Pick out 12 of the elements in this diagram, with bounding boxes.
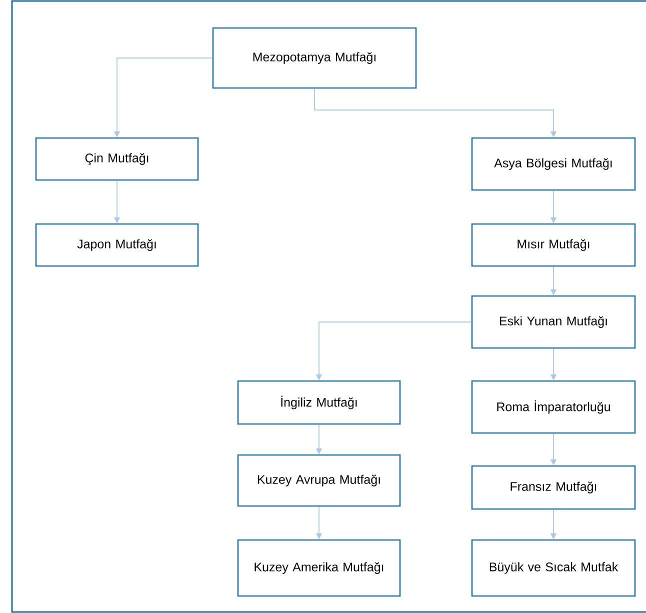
box: Eski Yunan Mutfağı [471,295,636,349]
box: İngiliz Mutfağı [237,380,401,425]
box: Fransız Mutfağı [471,465,636,510]
box: Roma İmparatorluğu [471,380,636,434]
box: Mezopotamya Mutfağı [212,27,417,89]
box: Asya Bölgesi Mutfağı [471,137,636,191]
box: Büyük ve Sıcak Mutfak [471,539,636,597]
box: Kuzey Amerika Mutfağı [237,539,401,597]
box: Kuzey Avrupa Mutfağı [237,454,401,507]
box: Çin Mutfağı [35,137,199,181]
box: Japon Mutfağı [35,223,199,267]
box: Mısır Mutfağı [471,223,636,267]
